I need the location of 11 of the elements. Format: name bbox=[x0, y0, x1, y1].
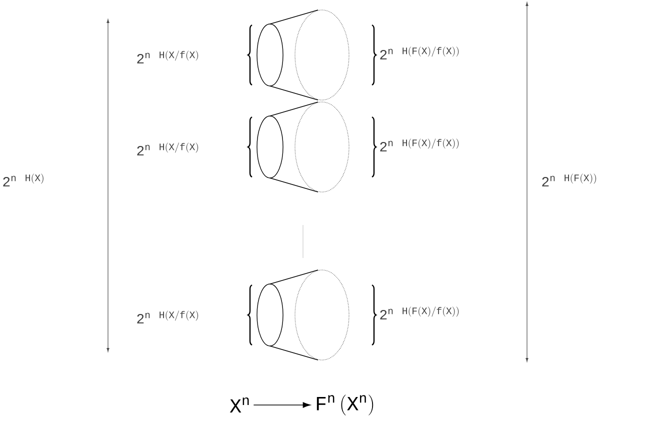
exponent-label: $\mathrm{2}^{\mathrm{n\ H(F(X)/f(X))}}$ bbox=[380, 306, 459, 320]
exponent-label: $\mathrm{2}^{\mathrm{n\ H(X/f(X)}}$ bbox=[137, 142, 198, 156]
exponent-label: $\mathrm{2}^{\mathrm{n\ H(X)}}$ bbox=[3, 174, 44, 186]
exponent-label: $\mathrm{2}^{\mathrm{n\ H(F(X)/f(X))}}$ bbox=[380, 46, 459, 60]
exponent-label: $\mathrm{2}^{\mathrm{n\ H(X/f(X)}}$ bbox=[137, 50, 198, 64]
arrow bbox=[253, 402, 310, 408]
formula-label: $\mathrm{F}^{\mathrm{n}}\,(\mathrm{X}^{\mathrm{n}})$ bbox=[316, 394, 374, 416]
formula-label: $\mathrm{X}^{\mathrm{n}}$ bbox=[230, 397, 249, 413]
exponent-label: $\mathrm{2}^{\mathrm{n\ H(X/f(X)}}$ bbox=[137, 310, 198, 324]
exponent-label: $\mathrm{2}^{\mathrm{n\ H(F(X))}}$ bbox=[542, 174, 596, 186]
exponent-label: $\mathrm{2}^{\mathrm{n\ H(F(X)/f(X))}}$ bbox=[380, 138, 459, 152]
